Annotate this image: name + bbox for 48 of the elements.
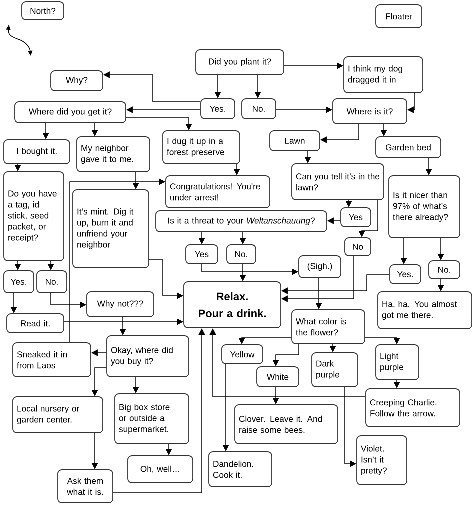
- flowchart-box: Ha, ha. You almost got me there.: [378, 292, 472, 330]
- flowchart-box: My neighbor gave it to me.: [76, 136, 150, 172]
- flowchart-box: No: [344, 238, 372, 256]
- flowchart-box: Yes: [340, 208, 372, 228]
- flowchart-box: Lawn: [270, 130, 320, 152]
- flowchart-box: Violet. Isn’t it pretty?: [356, 436, 408, 486]
- flowchart-box: It’s mint. Dig it up, burn it and unfriend your neighbor: [72, 190, 150, 268]
- flowchart-box: What color is the flower?: [292, 310, 366, 344]
- flowchart-box: I bought it.: [4, 140, 70, 164]
- flowchart-box: Yes.: [4, 270, 34, 294]
- flowchart-box: Yes.: [390, 264, 422, 284]
- flowchart-box: No.: [242, 98, 276, 120]
- flowchart-box: White: [256, 366, 300, 388]
- flowchart-box: Dark purple: [312, 352, 358, 388]
- flowchart-box: No.: [428, 260, 460, 280]
- flowchart-box: Okay, where did you buy it?: [106, 336, 190, 378]
- flowchart-box: I think my dog dragged it in: [344, 56, 424, 94]
- flowchart-box: (Sigh.): [298, 256, 342, 278]
- flowchart-box: Yes: [186, 244, 218, 264]
- flowchart-box: Creeping Charlie. Follow the arrow.: [366, 388, 460, 428]
- flowchart-box: No.: [36, 270, 68, 294]
- flowchart-box: Can you tell it’s in the lawn?: [292, 164, 384, 200]
- flowchart-box: I dug it up in a forest preserve: [162, 130, 240, 164]
- flowchart-box: Where did you get it?: [14, 102, 126, 124]
- flowchart-box: Big box store or outside a supermarket.: [114, 394, 190, 444]
- flowchart-box: Floater: [376, 4, 422, 28]
- flowchart-box: Is it a threat to your Weltanschauung?: [156, 210, 328, 232]
- flowchart-box: Garden bed: [376, 136, 442, 158]
- flowchart-box: Dandelion. Cook it.: [208, 452, 272, 488]
- flowchart-box: North?: [22, 2, 64, 20]
- flowchart-box: Do you have a tag, id stick, seed packet, or receipt?: [4, 172, 64, 262]
- flowchart-box: Why?: [50, 70, 104, 92]
- flowchart-box: Is it nicer than 97% of what’s there already?: [388, 176, 460, 238]
- flowchart-box: Clover. Leave it. And raise some bees.: [234, 404, 338, 444]
- flowchart-box: Read it.: [6, 314, 64, 334]
- flowchart-box: Did you plant it?: [196, 50, 284, 76]
- flowchart-box: Oh, well…: [128, 456, 194, 484]
- flowchart-box: Local nursery or garden center.: [12, 396, 104, 434]
- flowchart-box: Yellow: [222, 344, 264, 364]
- flowchart-box: Sneaked it in from Laos: [12, 342, 92, 378]
- flowchart-box: Where is it?: [332, 98, 408, 124]
- flowchart-box: Relax. Pour a drink.: [184, 282, 282, 328]
- flowchart-box: Light purple: [376, 344, 420, 380]
- flowchart-box: Ask them what it is.: [58, 470, 114, 504]
- flowchart-box: Why not???: [86, 292, 154, 318]
- flowchart-box: Congratulations! You're under arrest!: [166, 176, 270, 208]
- flowchart-box: Yes.: [200, 98, 236, 120]
- flowchart-box: No.: [226, 244, 256, 264]
